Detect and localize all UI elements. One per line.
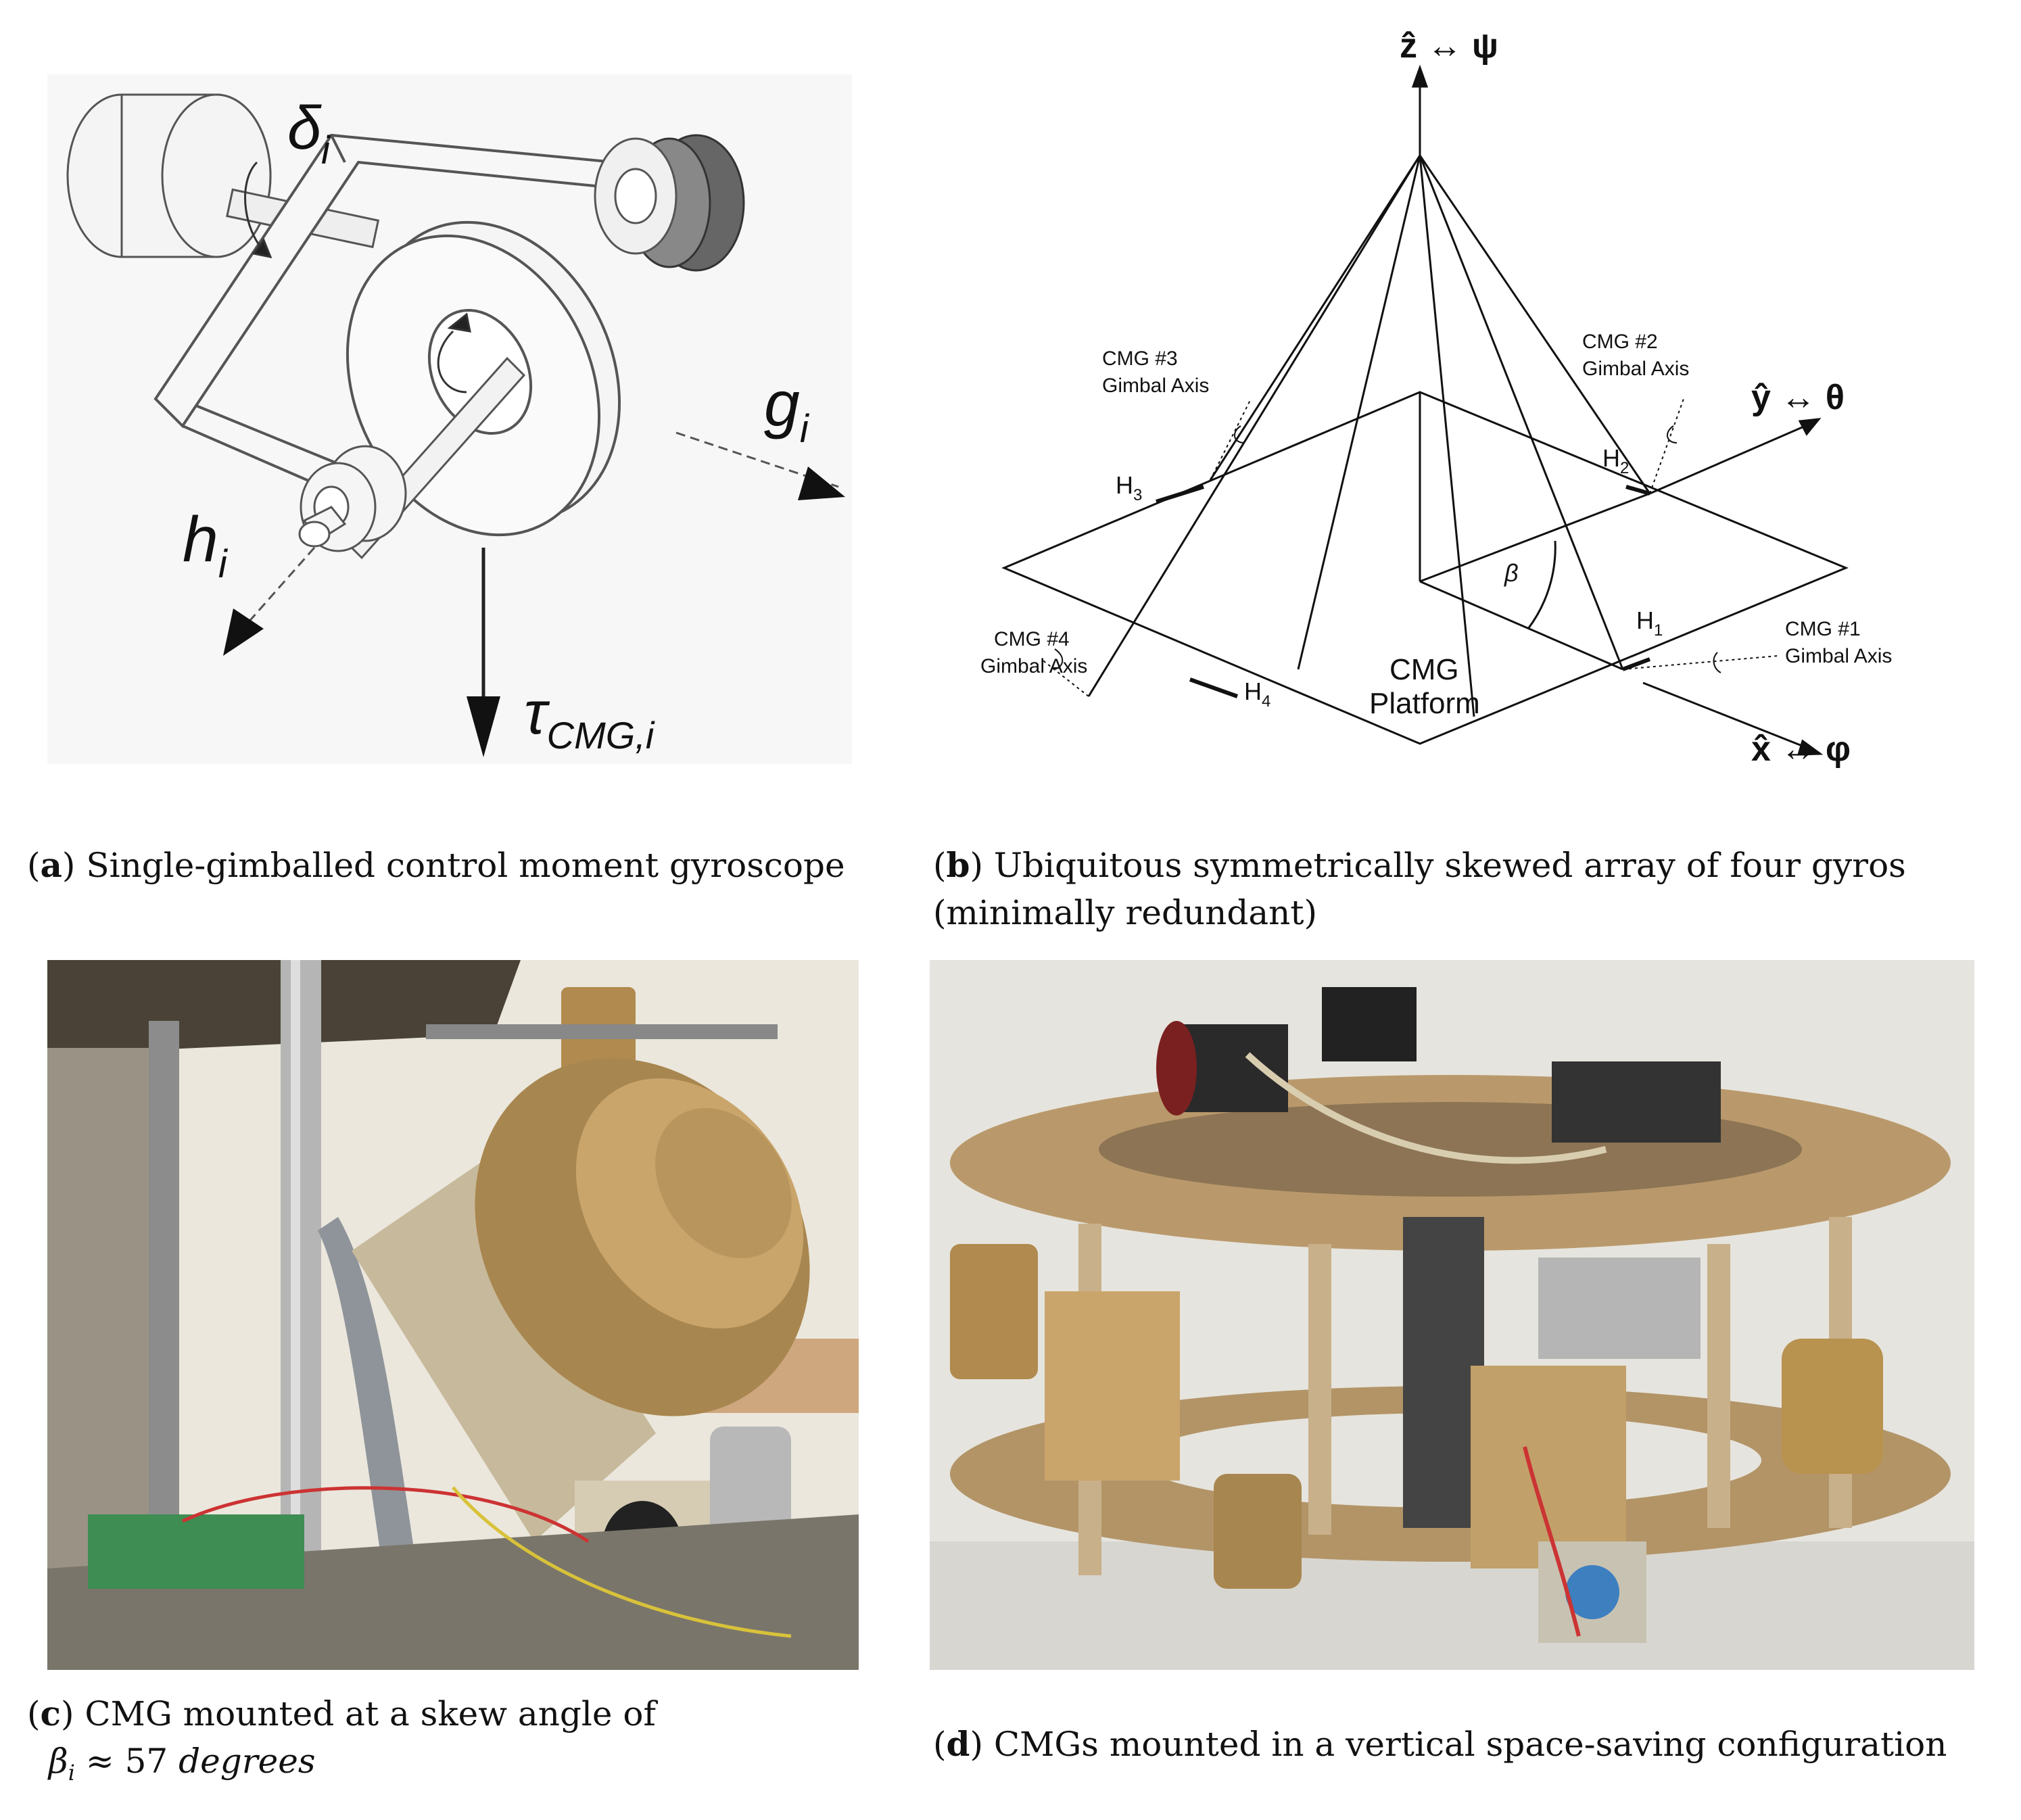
platform-inner-line-1 (1419, 492, 1650, 583)
caption-b-letter: b (946, 845, 970, 885)
x-axis-line (1642, 681, 1806, 748)
caption-a: (a) Single-gimballed control moment gyro… (27, 845, 845, 885)
pyramid-edge-4b (1297, 155, 1421, 670)
caption-d-letter: d (946, 1724, 970, 1764)
panel-c-photo (47, 960, 859, 1670)
z-axis-label: ẑ ↔ ψ (1400, 26, 1498, 66)
caption-c-letter: c (40, 1694, 61, 1733)
caption-d: (d) CMGs mounted in a vertical space-sav… (933, 1724, 1947, 1764)
h2-label: H2 (1602, 444, 1629, 477)
array-diagram-drawing: ẑ ↔ ψ ŷ ↔ θ x̂ ↔ φ CMG #3 Gimbal Axis CM… (980, 26, 1892, 769)
caption-c-value: ≈ 57 (74, 1742, 179, 1781)
caption-b-line2: (minimally redundant) (933, 893, 1317, 932)
h-vectors (1156, 485, 1651, 698)
delta-label: δi (287, 95, 331, 172)
platform-label-line1: CMG (1389, 653, 1459, 686)
panel-d-photo (930, 960, 1974, 1670)
tau-label: τCMG,i (524, 679, 655, 757)
cmg2-gimbal-label: Gimbal Axis (1582, 358, 1689, 380)
caption-c-line1: CMG mounted at a skew angle of (74, 1694, 657, 1733)
gimbal-rotation-icon (1054, 425, 1721, 673)
pyramid-edge-1b (1419, 155, 1475, 717)
caption-a-letter: a (40, 845, 62, 885)
torque-arrow (467, 548, 500, 757)
h-axis-arrow (223, 547, 316, 656)
caption-c-unit: degrees (179, 1742, 316, 1781)
z-axis-arrowhead (1411, 64, 1429, 88)
gimbal-motor-cylinder (66, 93, 272, 258)
cmg4-gimbal-label: Gimbal Axis (980, 655, 1087, 677)
y-axis-line (1649, 425, 1806, 495)
cmg-vertical-photo-illustration (930, 960, 1974, 1670)
pyramid-edge-4 (1087, 155, 1421, 697)
cmg1-label: CMG #1 (1785, 618, 1861, 640)
h4-label: H4 (1244, 677, 1270, 711)
h-label: hi (183, 504, 229, 586)
dark-wheel (594, 134, 745, 272)
x-axis-arrowhead (1797, 739, 1824, 756)
g-label: gi (764, 368, 810, 451)
cmg3-label: CMG #3 (1102, 348, 1178, 370)
x-axis-label: x̂ ↔ φ (1751, 729, 1851, 769)
flywheel-disk (346, 220, 621, 537)
cmg2-label: CMG #2 (1582, 331, 1658, 353)
platform-label-line2: Platform (1369, 687, 1480, 720)
cmg1-gimbal-label: Gimbal Axis (1785, 645, 1892, 667)
caption-c-beta: β (48, 1742, 68, 1781)
beta-arc (1527, 540, 1556, 629)
gimbal-axis-lines (1041, 398, 1779, 697)
bottom-hub (298, 445, 407, 552)
platform-inner-line-2 (1419, 580, 1623, 671)
pyramid-edge-2 (1419, 155, 1651, 494)
rotation-arrow-icon (244, 161, 471, 393)
h1-label: H1 (1636, 606, 1663, 640)
caption-c: (c) CMG mounted at a skew angle of βi ≈ … (27, 1694, 657, 1786)
cmg-platform-outline (1001, 391, 1849, 745)
caption-b: (b) Ubiquitous symmetrically skewed arra… (933, 845, 1906, 932)
h3-label: H3 (1116, 471, 1142, 504)
caption-b-line1: Ubiquitous symmetrically skewed array of… (983, 846, 1906, 885)
cmg4-label: CMG #4 (994, 628, 1070, 650)
beta-label: β (1504, 559, 1519, 587)
cmg-sketch-drawing: δi gi hi τCMG,i (66, 93, 845, 757)
panel-a-cmg-sketch: δi gi hi τCMG,i (47, 74, 852, 764)
caption-a-text: Single-gimballed control moment gyroscop… (75, 846, 845, 885)
cmg-skew-photo-illustration (47, 960, 859, 1670)
caption-d-text: CMGs mounted in a vertical space-saving … (983, 1725, 1947, 1764)
g-axis-arrow (675, 431, 845, 500)
pyramid-edge-3 (1209, 155, 1421, 481)
pyramid-edge-1 (1419, 155, 1624, 670)
panel-b-array-diagram: ẑ ↔ ψ ŷ ↔ θ x̂ ↔ φ CMG #3 Gimbal Axis CM… (967, 20, 1988, 791)
y-axis-arrowhead (1798, 418, 1822, 436)
cmg3-gimbal-label: Gimbal Axis (1102, 375, 1209, 397)
caption-c-beta-sub: i (68, 1760, 75, 1786)
y-axis-label: ŷ ↔ θ (1751, 378, 1845, 417)
